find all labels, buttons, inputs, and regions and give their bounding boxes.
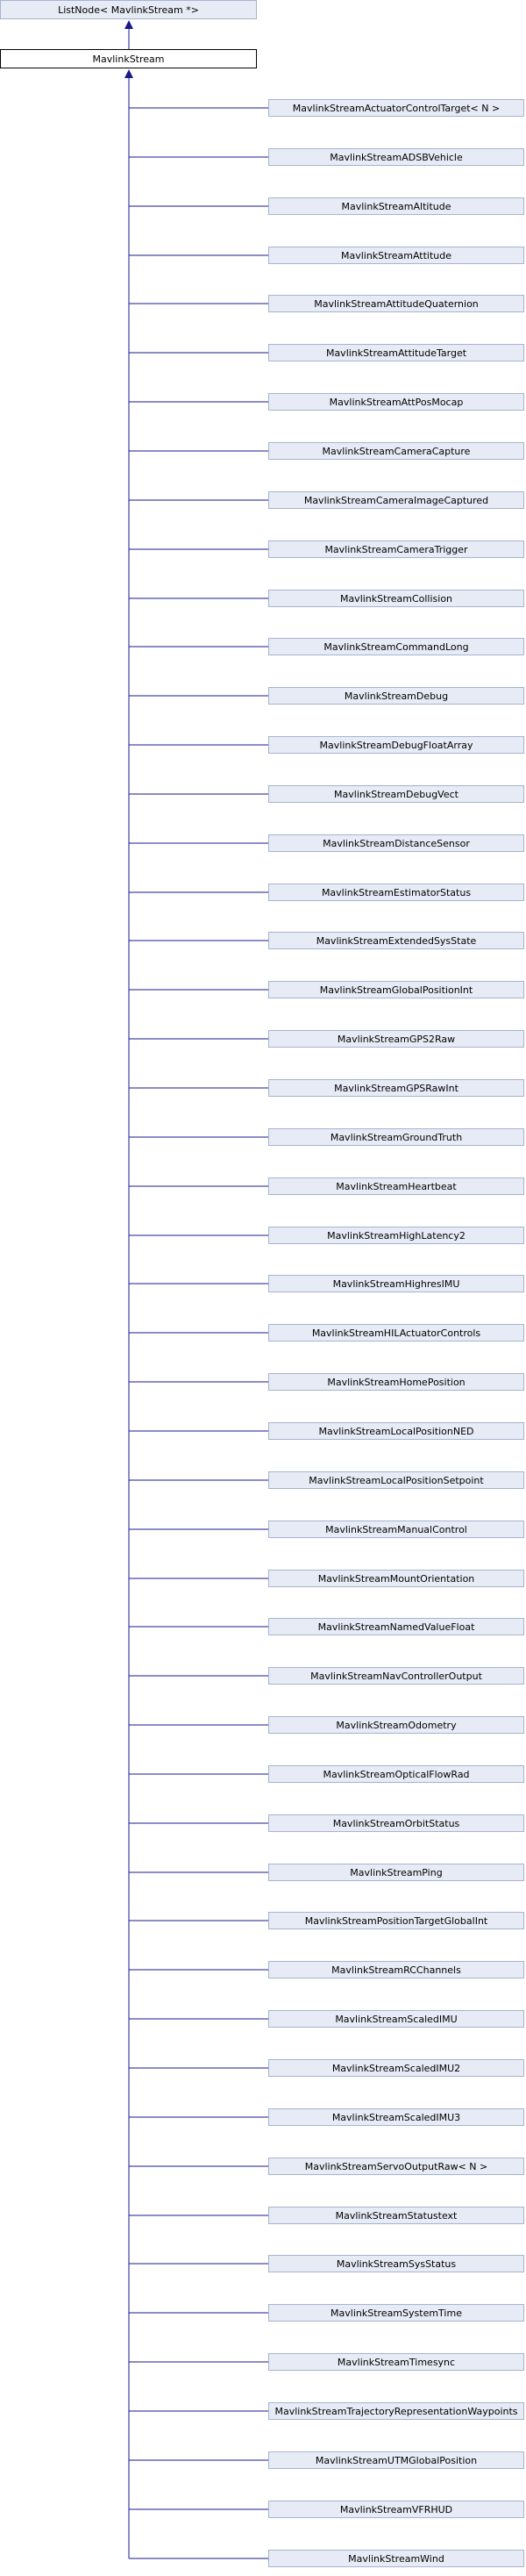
derived-class-node[interactable]: MavlinkStreamGlobalPositionInt [268, 981, 524, 998]
derived-class-node[interactable]: MavlinkStreamLocalPositionNED [268, 1422, 524, 1440]
current-class-node: MavlinkStream [0, 49, 257, 68]
derived-class-node[interactable]: MavlinkStreamAttitudeQuaternion [268, 295, 524, 312]
current-arrowhead [124, 69, 133, 78]
derived-class-node[interactable]: MavlinkStreamHILActuatorControls [268, 1324, 524, 1342]
derived-class-node[interactable]: MavlinkStreamOdometry [268, 1716, 524, 1734]
derived-class-node[interactable]: MavlinkStreamTimesync [268, 2353, 524, 2371]
derived-class-node[interactable]: MavlinkStreamDistanceSensor [268, 834, 524, 852]
derived-class-node[interactable]: MavlinkStreamMountOrientation [268, 1570, 524, 1587]
derived-class-node[interactable]: MavlinkStreamAttitude [268, 247, 524, 264]
derived-class-node[interactable]: MavlinkStreamExtendedSysState [268, 932, 524, 949]
derived-class-node[interactable]: MavlinkStreamServoOutputRaw< N > [268, 2157, 524, 2175]
derived-class-node[interactable]: MavlinkStreamUTMGlobalPosition [268, 2451, 524, 2469]
derived-class-node[interactable]: MavlinkStreamEstimatorStatus [268, 884, 524, 901]
derived-class-node[interactable]: MavlinkStreamManualControl [268, 1521, 524, 1538]
derived-class-node[interactable]: MavlinkStreamStatustext [268, 2207, 524, 2224]
derived-class-node[interactable]: MavlinkStreamAttPosMocap [268, 393, 524, 411]
derived-class-node[interactable]: MavlinkStreamPositionTargetGlobalInt [268, 1912, 524, 1929]
derived-class-node[interactable]: MavlinkStreamNamedValueFloat [268, 1618, 524, 1635]
derived-class-node[interactable]: MavlinkStreamHighLatency2 [268, 1227, 524, 1244]
derived-class-node[interactable]: MavlinkStreamHighresIMU [268, 1275, 524, 1292]
derived-class-node[interactable]: MavlinkStreamScaledIMU3 [268, 2108, 524, 2126]
derived-class-node[interactable]: MavlinkStreamNavControllerOutput [268, 1667, 524, 1685]
derived-class-node[interactable]: MavlinkStreamActuatorControlTarget< N > [268, 99, 524, 117]
derived-class-node[interactable]: MavlinkStreamCommandLong [268, 638, 524, 655]
derived-class-node[interactable]: MavlinkStreamCameraTrigger [268, 540, 524, 558]
derived-class-node[interactable]: MavlinkStreamOpticalFlowRad [268, 1765, 524, 1783]
derived-class-node[interactable]: MavlinkStreamAltitude [268, 197, 524, 215]
derived-class-node[interactable]: MavlinkStreamCameraCapture [268, 442, 524, 460]
base-arrowhead [124, 20, 133, 29]
derived-class-node[interactable]: MavlinkStreamDebugVect [268, 785, 524, 803]
derived-class-node[interactable]: MavlinkStreamADSBVehicle [268, 148, 524, 166]
derived-class-node[interactable]: MavlinkStreamGroundTruth [268, 1128, 524, 1146]
derived-class-node[interactable]: MavlinkStreamDebugFloatArray [268, 736, 524, 754]
derived-class-node[interactable]: MavlinkStreamGPSRawInt [268, 1079, 524, 1097]
derived-class-node[interactable]: MavlinkStreamRCChannels [268, 1961, 524, 1979]
derived-class-node[interactable]: MavlinkStreamAttitudeTarget [268, 344, 524, 361]
derived-class-node[interactable]: MavlinkStreamCameraImageCaptured [268, 491, 524, 509]
base-class-node[interactable]: ListNode< MavlinkStream *> [0, 0, 257, 19]
derived-class-node[interactable]: MavlinkStreamWind [268, 2550, 524, 2567]
derived-class-node[interactable]: MavlinkStreamCollision [268, 590, 524, 607]
derived-class-node[interactable]: MavlinkStreamScaledIMU [268, 2010, 524, 2028]
derived-class-node[interactable]: MavlinkStreamTrajectoryRepresentationWay… [268, 2402, 524, 2420]
derived-class-node[interactable]: MavlinkStreamSystemTime [268, 2304, 524, 2322]
derived-class-node[interactable]: MavlinkStreamOrbitStatus [268, 1814, 524, 1832]
derived-class-node[interactable]: MavlinkStreamHeartbeat [268, 1177, 524, 1195]
derived-class-node[interactable]: MavlinkStreamScaledIMU2 [268, 2059, 524, 2077]
derived-class-node[interactable]: MavlinkStreamGPS2Raw [268, 1030, 524, 1048]
derived-class-node[interactable]: MavlinkStreamVFRHUD [268, 2501, 524, 2518]
derived-class-node[interactable]: MavlinkStreamHomePosition [268, 1373, 524, 1391]
derived-class-node[interactable]: MavlinkStreamPing [268, 1864, 524, 1881]
derived-class-node[interactable]: MavlinkStreamDebug [268, 687, 524, 705]
derived-class-node[interactable]: MavlinkStreamSysStatus [268, 2255, 524, 2272]
derived-class-node[interactable]: MavlinkStreamLocalPositionSetpoint [268, 1471, 524, 1489]
